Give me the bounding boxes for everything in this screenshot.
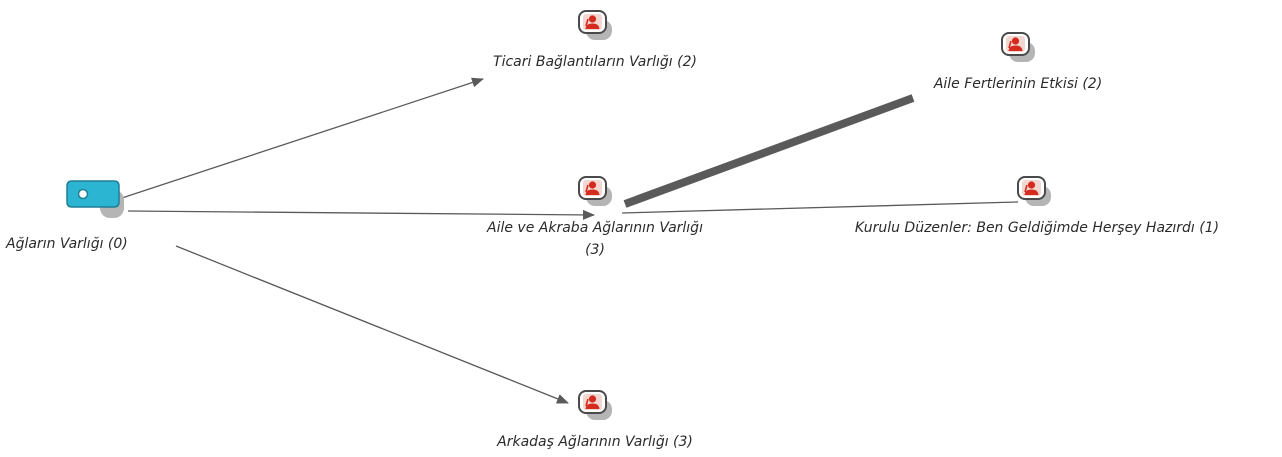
edge-root-to-ticari[interactable] — [121, 77, 484, 199]
node-label-ticari[interactable]: Ticari Bağlantıların Varlığı (2) — [493, 54, 697, 70]
node-label-aile-akraba-count[interactable]: (3) — [585, 242, 605, 258]
root-node-icon[interactable] — [66, 180, 124, 218]
node-label-aile-fertleri[interactable]: Aile Fertlerinin Etkisi (2) — [933, 76, 1103, 92]
edge-root-to-arkadas[interactable] — [175, 245, 569, 404]
node-label-aile-akraba[interactable]: Aile ve Akraba Ağlarının Varlığı — [487, 220, 703, 236]
edge-aile-akraba-to-aile-fertleri[interactable] — [623, 94, 915, 208]
edge-root-to-aile-akraba[interactable] — [127, 209, 595, 220]
node-label-kurulu[interactable]: Kurulu Düzenler: Ben Geldiğimde Herşey H… — [854, 220, 1220, 236]
case-person-icon[interactable] — [1017, 176, 1051, 206]
edge-aile-akraba-to-kurulu[interactable] — [621, 201, 1019, 214]
case-person-icon[interactable] — [578, 390, 612, 420]
node-label-arkadas[interactable]: Arkadaş Ağlarının Varlığı (3) — [497, 434, 693, 450]
node-label-root[interactable]: Ağların Varlığı (0) — [6, 236, 128, 252]
case-person-icon[interactable] — [578, 176, 612, 206]
case-person-icon[interactable] — [1001, 32, 1035, 62]
case-person-icon[interactable] — [578, 10, 612, 40]
